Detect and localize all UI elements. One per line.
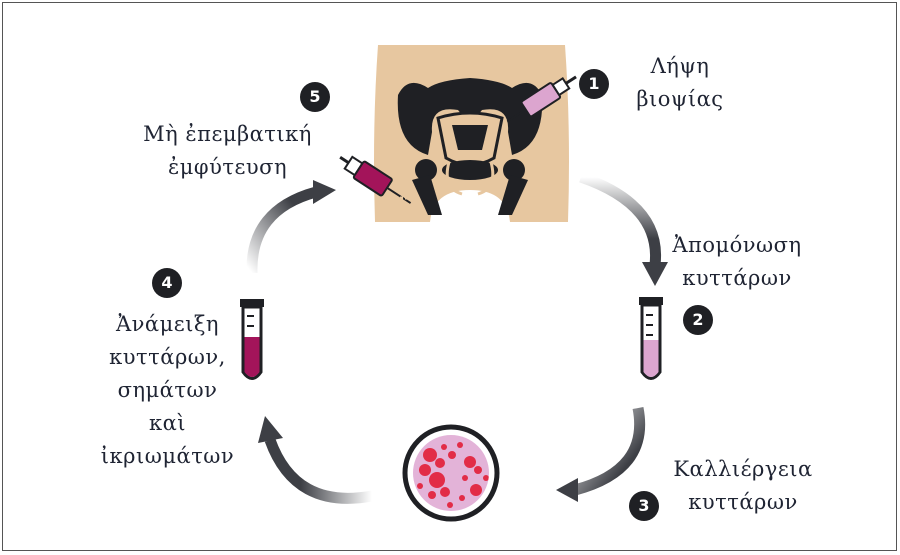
step-2-label-line: κυττάρων xyxy=(662,262,812,295)
step-5-label: Μὴ ἐπεμβατική ἐμφύτευση xyxy=(120,118,335,184)
test-tube-icon xyxy=(639,297,663,379)
step-4-label-line: σημάτων xyxy=(80,374,255,407)
step-4-label-line: καὶ xyxy=(80,407,255,440)
pelvis-icon xyxy=(374,45,569,222)
step-4-label-line: ἰκριωμάτων xyxy=(80,440,255,473)
step-2-label: Ἀπομόνωση κυττάρων xyxy=(662,229,812,295)
step-4-badge: 4 xyxy=(152,268,182,298)
step-1-label-line: βιοψίας xyxy=(630,83,730,116)
step-5-label-line: Μὴ ἐπεμβατική xyxy=(120,118,335,151)
cycle-arrow-icon xyxy=(252,180,336,273)
step-3-label-line: Καλλιέργεια xyxy=(663,453,823,486)
cycle-arrow-icon xyxy=(258,416,372,498)
step-1-badge: 1 xyxy=(579,69,609,99)
step-3-badge: 3 xyxy=(629,491,659,521)
step-1-label: Λήψη βιοψίας xyxy=(630,50,730,116)
step-4-label-line: Ἀνάμειξη xyxy=(80,308,255,341)
cycle-arrow-icon xyxy=(556,408,640,502)
step-4-label: Ἀνάμειξη κυττάρων, σημάτων καὶ ἰκριωμάτω… xyxy=(80,308,255,473)
step-5-badge: 5 xyxy=(300,82,330,112)
step-4-label-line: κυττάρων, xyxy=(80,341,255,374)
cycle-arrow-icon xyxy=(581,177,668,286)
step-3-label-line: κυττάρων xyxy=(663,486,823,519)
petri-dish-icon xyxy=(405,427,497,519)
step-2-badge: 2 xyxy=(683,305,713,335)
step-5-label-line: ἐμφύτευση xyxy=(120,151,335,184)
step-1-label-line: Λήψη xyxy=(630,50,730,83)
step-2-label-line: Ἀπομόνωση xyxy=(662,229,812,262)
step-3-label: Καλλιέργεια κυττάρων xyxy=(663,453,823,519)
